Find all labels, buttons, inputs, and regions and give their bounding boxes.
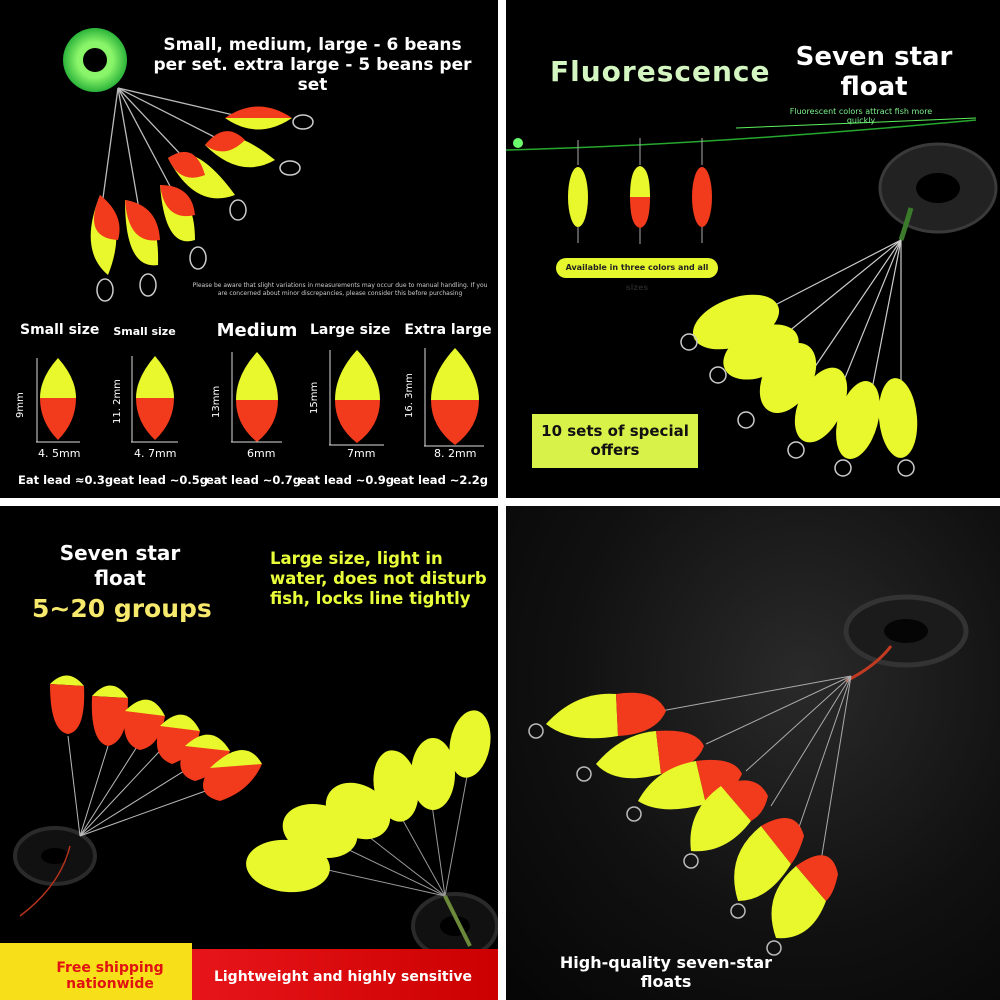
float-bean: [160, 185, 207, 270]
banner-red: [180, 949, 498, 1000]
float-yellow-red: [630, 138, 650, 244]
colors-sizes-badge: Available in three colors and all sizes: [556, 258, 718, 292]
float-set-illustration: [36, 28, 484, 447]
size-label-small: Small size: [20, 322, 100, 338]
float-bean: [730, 818, 804, 919]
height-dim-small-2: 11. 2mm: [112, 379, 123, 424]
float-bean: [325, 782, 391, 840]
width-dim-large: 7mm: [347, 447, 376, 460]
banner-yellow: [0, 943, 192, 1000]
height-dim-extra-large: 16. 3mm: [404, 373, 415, 418]
seven-star-float-photo: [528, 594, 969, 956]
float-bean: [794, 367, 848, 443]
lead-weight-large: eat lead ~0.9g: [299, 473, 395, 487]
panel-title: Seven star float: [795, 42, 953, 102]
float-groups-illustration: [13, 675, 498, 960]
lead-weight-small: Eat lead ≈0.3g: [18, 473, 114, 487]
float-bean: [125, 200, 160, 297]
size-diagram-medium: [231, 352, 282, 443]
float-red: [692, 138, 712, 243]
float-bean: [766, 855, 838, 956]
measurement-disclaimer: Please be aware that slight variations i…: [192, 282, 488, 297]
size-diagram-small: [36, 358, 80, 443]
float-bean: [449, 710, 491, 778]
float-bean: [528, 692, 666, 739]
lightweight-label: Lightweight and highly sensitive: [213, 969, 473, 985]
panel-title: Seven star float: [59, 541, 181, 590]
size-label-small-2: Small size: [113, 325, 176, 338]
width-dim-medium: 6mm: [247, 447, 276, 460]
width-dim-small-2: 4. 7mm: [134, 447, 177, 460]
quality-caption: High-quality seven-star floats: [559, 953, 773, 991]
fluorescent-float-illustration: [506, 117, 998, 477]
float-bean: [91, 685, 128, 746]
float-bean: [836, 381, 880, 459]
float-bean: [156, 714, 200, 764]
feature-description: Large size, light in water, does not dis…: [270, 549, 487, 608]
size-label-large: Large size: [310, 322, 391, 338]
float-bean: [168, 151, 247, 221]
height-dim-medium: 13mm: [211, 385, 222, 418]
groups-count: 5~20 groups: [32, 594, 212, 623]
float-bean: [878, 378, 918, 458]
float-bean: [202, 749, 262, 801]
float-bean: [50, 675, 85, 734]
lead-weight-extra-large: eat lead ~2.2g: [393, 473, 489, 487]
size-diagram-extra-large: [424, 348, 484, 447]
free-shipping-label: Free shipping nationwide: [56, 960, 164, 992]
float-bean: [626, 759, 742, 822]
fluorescence-heading: Fluorescence: [550, 55, 771, 88]
set-composition-heading: Small, medium, large - 6 beans per set. …: [153, 35, 472, 95]
product-photo-panel: High-quality seven-star floats: [506, 506, 1000, 1000]
size-label-extra-large: Extra large: [404, 322, 492, 338]
height-dim-small: 9mm: [15, 392, 26, 418]
float-bean: [205, 131, 301, 176]
float-bean: [411, 738, 455, 810]
size-diagram-large: [329, 350, 384, 446]
size-chart-panel: Small, medium, large - 6 beans per set. …: [0, 0, 498, 498]
float-bean: [124, 699, 165, 750]
float-bean: [90, 195, 120, 302]
attract-fish-subtitle: Fluorescent colors attract fish more qui…: [789, 107, 933, 125]
size-diagram-small-2: [131, 356, 178, 443]
fluorescence-panel: Fluorescence Seven star float Fluorescen…: [506, 0, 1000, 498]
height-dim-large: 15mm: [309, 381, 320, 414]
lead-weight-small-2: eat lead ~0.5g: [113, 473, 209, 487]
width-dim-extra-large: 8. 2mm: [434, 447, 477, 460]
float-bean: [576, 730, 704, 782]
lead-weight-medium: eat lead ~0.7g: [206, 473, 302, 487]
width-dim-small: 4. 5mm: [38, 447, 81, 460]
float-bean: [225, 106, 314, 130]
float-bean: [683, 780, 768, 869]
groups-panel: Seven star float 5~20 groups Large size,…: [0, 506, 498, 1000]
float-bean: [373, 750, 419, 822]
size-label-medium: Medium: [216, 320, 298, 341]
float-bean: [180, 734, 230, 781]
glow-dot: [513, 138, 523, 148]
special-offer-badge: 10 sets of special offers: [532, 414, 698, 468]
float-yellow: [568, 140, 588, 243]
